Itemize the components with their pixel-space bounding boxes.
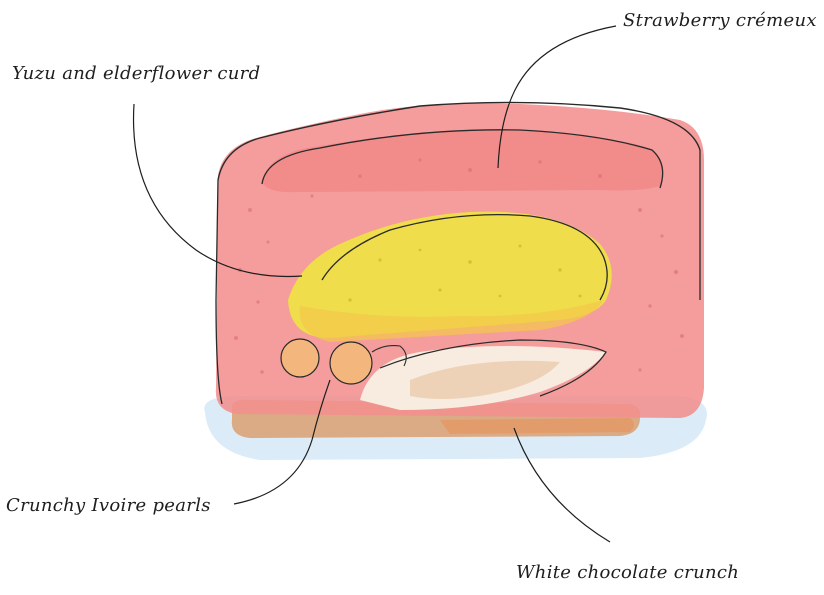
label-strawberry-cremeux: Strawberry crémeux: [623, 10, 817, 31]
label-white-chocolate-crunch: White chocolate crunch: [516, 562, 739, 583]
label-ivoire-pearls: Crunchy Ivoire pearls: [6, 495, 211, 516]
label-yuzu-curd: Yuzu and elderflower curd: [12, 63, 260, 84]
crunch-highlight: [440, 418, 634, 434]
